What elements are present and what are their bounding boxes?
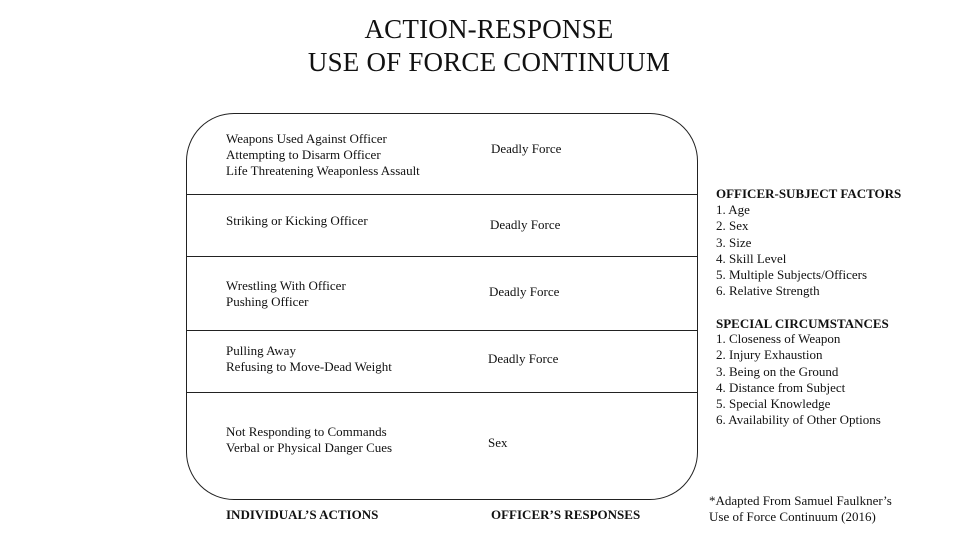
officer-subject-factors-heading: OFFICER-SUBJECT FACTORS xyxy=(716,186,902,201)
list-item: 5. Multiple Subjects/Officers xyxy=(716,267,868,283)
action-text: Attempting to Disarm Officer xyxy=(226,147,381,162)
level-3-response: Deadly Force xyxy=(489,284,560,299)
continuum-frame xyxy=(186,113,698,500)
action-text: Pulling Away xyxy=(226,343,296,358)
list-item: 6. Relative Strength xyxy=(716,283,820,299)
list-item: 1. Closeness of Weapon xyxy=(716,331,841,346)
credit-line: *Adapted From Samuel Faulkner’s xyxy=(709,493,892,508)
officers-responses-label: OFFICER’S RESPONSES xyxy=(491,507,641,522)
action-text: Wrestling With Officer xyxy=(226,278,346,293)
source-credit: *Adapted From Samuel Faulkner’s Use of F… xyxy=(709,493,892,525)
officer-subject-factors-list: 1. Age 2. Sex 3. Size 4. Skill Level 5. … xyxy=(716,202,867,300)
page-title: ACTION-RESPONSE xyxy=(364,14,614,44)
list-item: 5. Special Knowledge xyxy=(716,396,831,412)
list-item: 6. Availability of Other Options xyxy=(716,412,881,428)
level-1-actions: Weapons Used Against Officer Attempting … xyxy=(226,131,420,179)
level-divider xyxy=(186,194,698,195)
list-item: 2. Sex xyxy=(716,218,749,234)
level-5-response: Sex xyxy=(488,435,508,450)
level-2-response: Deadly Force xyxy=(490,217,561,232)
list-item: 3. Size xyxy=(716,234,752,250)
list-item: 4. Skill Level xyxy=(716,250,787,266)
level-5-actions: Not Responding to Commands Verbal or Phy… xyxy=(226,424,392,456)
level-4-response: Deadly Force xyxy=(488,351,559,366)
credit-line: Use of Force Continuum (2016) xyxy=(709,509,876,524)
level-2-actions: Striking or Kicking Officer xyxy=(226,213,368,229)
special-circumstances-list: 1. Closeness of Weapon 2. Injury Exhaust… xyxy=(716,331,881,429)
individuals-actions-label: INDIVIDUAL’S ACTIONS xyxy=(226,507,379,522)
level-divider xyxy=(186,256,698,257)
level-4-actions: Pulling Away Refusing to Move-Dead Weigh… xyxy=(226,343,392,375)
action-text: Striking or Kicking Officer xyxy=(226,213,368,228)
action-text: Weapons Used Against Officer xyxy=(226,131,387,146)
special-circumstances-heading: SPECIAL CIRCUMSTANCES xyxy=(716,316,889,331)
level-divider xyxy=(186,392,698,393)
action-text: Refusing to Move-Dead Weight xyxy=(226,359,392,374)
list-item: 4. Distance from Subject xyxy=(716,379,846,395)
level-divider xyxy=(186,330,698,331)
action-text: Life Threatening Weaponless Assault xyxy=(226,163,420,178)
action-text: Verbal or Physical Danger Cues xyxy=(226,440,393,455)
list-item: 2. Injury Exhaustion xyxy=(716,347,823,363)
page-subtitle: USE OF FORCE CONTINUUM xyxy=(307,47,671,77)
level-3-actions: Wrestling With Officer Pushing Officer xyxy=(226,278,346,310)
level-1-response: Deadly Force xyxy=(491,141,562,156)
action-text: Pushing Officer xyxy=(226,294,309,309)
list-item: 1. Age xyxy=(716,202,750,217)
action-text: Not Responding to Commands xyxy=(226,424,387,439)
list-item: 3. Being on the Ground xyxy=(716,363,839,379)
